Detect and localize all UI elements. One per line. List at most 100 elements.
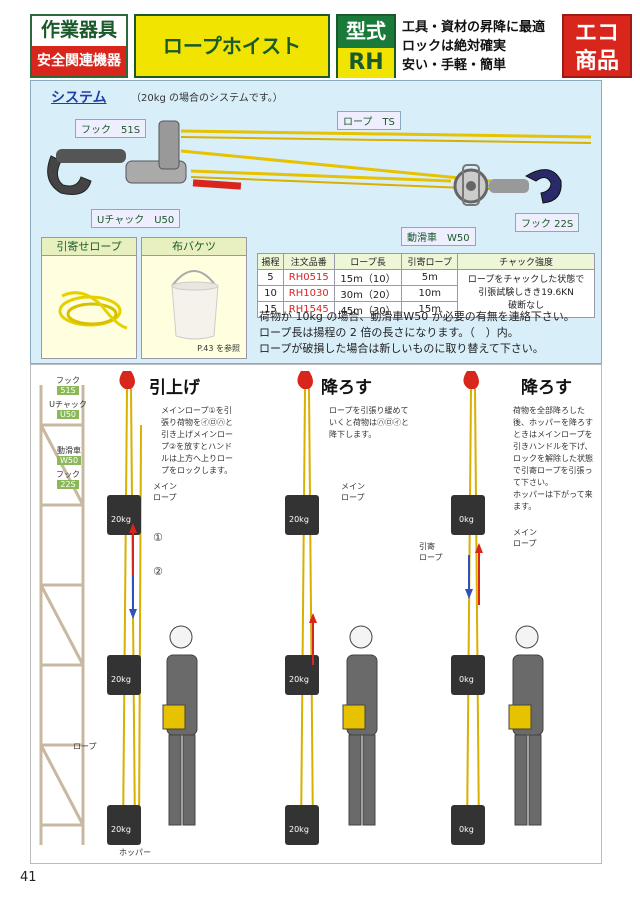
model-code: RH — [338, 48, 394, 78]
strength-line-3: 破断なし — [508, 301, 545, 311]
desc-line: プをロックします。 — [161, 466, 233, 475]
system-section: システム （20kg の場合のシステムです。） フック 51S ロープ TS U… — [30, 80, 602, 364]
category-top: 作業器具 — [32, 16, 126, 46]
th-lift: 揚程 — [257, 253, 284, 270]
spec-header-row: 揚程 注文品番 ロープ長 引寄ロープ チャック強度 — [257, 253, 595, 270]
cell-pull: 10m — [401, 285, 459, 302]
desc-line: ときはメインロープを — [513, 430, 593, 439]
hoist-3 — [451, 371, 485, 845]
legend-hook: フック 51S — [53, 375, 83, 395]
note-2: ロープ長は揚程の 2 倍の長さになります。（ ）内。 — [259, 326, 519, 339]
cell-code: RH1030 — [282, 285, 335, 302]
model-label: 型式 — [338, 16, 394, 48]
product-title: ロープホイスト — [134, 14, 330, 78]
lower-1-title: 降ろす — [321, 378, 372, 398]
desc-line: 降下します。 — [329, 430, 377, 439]
label-hook-22s: フック 22S — [515, 213, 580, 232]
desc-line: メインロープ①を引 — [161, 406, 232, 415]
desc-line: 後、ホッパーを降ろす — [513, 418, 593, 427]
label-rope-ts: ロープ TS — [337, 111, 401, 130]
rope-hoist-illustration — [47, 120, 592, 206]
weight-label: 20kg — [289, 825, 309, 834]
page-number: 41 — [20, 870, 37, 885]
th-code: 注文品番 — [282, 253, 335, 270]
weight-label: 0kg — [459, 825, 474, 834]
lift-description: メインロープ①を引 張り荷物を㋑㋺㋩と 引き上げメインロー プ②を放すとハンド … — [161, 405, 233, 477]
legend-hook2: フック 22S — [53, 469, 83, 489]
system-note: （20kg の場合のシステムです。） — [131, 93, 283, 104]
th-pull: 引寄ロープ — [401, 253, 459, 270]
table-row: 5 RH0515 15m（10） 5m ロープをチャックした状態で 引張試験しき… — [257, 269, 595, 318]
legend-pulley: 動滑車 W50 — [51, 445, 87, 465]
desc-line: ホッパーは下がって来 — [513, 490, 593, 499]
rope-label: ロープ — [73, 742, 97, 751]
main-rope-label: メイン ロープ — [153, 482, 177, 502]
pull-rope-label: 引寄 ロープ — [419, 542, 443, 562]
legend-chuck-code: U50 — [56, 410, 80, 419]
cell-rope: 15m（10） — [333, 269, 403, 286]
model-badge: 型式 RH — [336, 14, 396, 78]
lift-title: 引上げ — [149, 378, 200, 398]
lower-1-description: ロープを引張り緩めて いくと荷物は㋩㋺㋑と 降下します。 — [329, 405, 409, 441]
header: 作業器具 安全関連機器 ロープホイスト 型式 RH 工具・資材の昇降に最適 ロッ… — [30, 14, 632, 78]
accessory-pull-rope-title: 引寄せロープ — [42, 238, 136, 256]
desc-line: いくと荷物は㋩㋺㋑と — [329, 418, 409, 427]
notes: 荷物が 10kg の場合、動滑車W50 が必要の有無を連絡下さい。 ロープ長は揚… — [259, 309, 575, 357]
th-rope: ロープ長 — [333, 253, 403, 270]
spec-table: 揚程 注文品番 ロープ長 引寄ロープ チャック強度 5 RH0515 15m（1… — [257, 253, 595, 318]
cell-pull: 15m — [401, 301, 459, 318]
main-rope-label: メイン ロープ — [341, 482, 365, 502]
desc-line: 引き上げメインロー — [161, 430, 233, 439]
desc-line: ロープを引張り緩めて — [329, 406, 409, 415]
system-title: システム — [51, 90, 107, 106]
cell-strength: ロープをチャックした状態で 引張試験しきき19.6KN 破断なし — [457, 269, 595, 318]
desc-line: 引きハンドルを下げ、 — [513, 442, 593, 451]
cell-code: RH0515 — [282, 269, 335, 286]
legend-pulley-label: 動滑車 — [57, 446, 81, 455]
legend-chuck: Uチャック U50 — [49, 399, 87, 419]
accessory-pull-rope: 引寄せロープ — [41, 237, 137, 359]
rope-coil-icon — [58, 291, 128, 330]
label-u-chuck: Uチャック U50 — [91, 209, 181, 228]
cell-lift: 10 — [257, 285, 284, 302]
bucket-ref: P.43 を参照 — [197, 344, 240, 353]
mark-2: ② — [153, 565, 163, 578]
legend-hook-code: 51S — [57, 386, 79, 395]
lower-2-description: 荷物を全部降ろした 後、ホッパーを降ろす ときはメインロープを 引きハンドルを下… — [513, 405, 593, 513]
desc-line: プ②を放すとハンド — [161, 442, 233, 451]
legend-hook2-label: フック — [56, 470, 80, 479]
weight-label: 20kg — [111, 515, 131, 524]
feature-1: 工具・資材の昇降に最適 — [402, 20, 546, 35]
weight-label: 20kg — [111, 675, 131, 684]
weight-label: 0kg — [459, 675, 474, 684]
lower-2-title: 降ろす — [521, 378, 572, 398]
feature-3: 安い・手軽・簡単 — [402, 58, 507, 73]
strength-line-1: ロープをチャックした状態で — [467, 275, 585, 285]
cell-lift: 15 — [257, 301, 284, 318]
table-row: 15 RH1545 45m（30） 15m — [257, 301, 595, 318]
desc-line: 張り荷物を㋑㋺㋩と — [161, 418, 233, 427]
desc-line: ロックを解除した状態 — [513, 454, 593, 463]
category-bottom: 安全関連機器 — [32, 46, 126, 76]
legend-hook2-code: 22S — [57, 480, 79, 489]
legend-pulley-code: W50 — [56, 456, 82, 465]
feature-list: 工具・資材の昇降に最適 ロックは絶対確実 安い・手軽・簡単 — [402, 18, 554, 75]
hopper-label: ホッパー — [119, 848, 151, 857]
eco-line-1: エコ — [574, 21, 619, 46]
table-row: 10 RH1030 30m（20） 10m — [257, 285, 595, 302]
accessory-bucket: 布バケツ P.43 を参照 — [141, 237, 247, 359]
eco-badge: エコ 商品 — [562, 14, 632, 78]
weight-label: 20kg — [289, 675, 309, 684]
legend-chuck-label: Uチャック — [49, 400, 87, 409]
strength-line-2: 引張試験しきき19.6KN — [478, 288, 574, 298]
cell-rope: 45m（30） — [333, 301, 403, 318]
weight-label: 0kg — [459, 515, 474, 524]
weight-label: 20kg — [289, 515, 309, 524]
desc-line: ます。 — [513, 502, 537, 511]
mark-1: ① — [153, 531, 163, 544]
desc-line: で引寄ロープを引張っ — [513, 466, 593, 475]
cell-lift: 5 — [257, 269, 284, 286]
desc-line: て下さい。 — [513, 478, 553, 487]
main-rope-label: メイン ロープ — [513, 528, 537, 548]
hoist-2 — [285, 371, 319, 845]
